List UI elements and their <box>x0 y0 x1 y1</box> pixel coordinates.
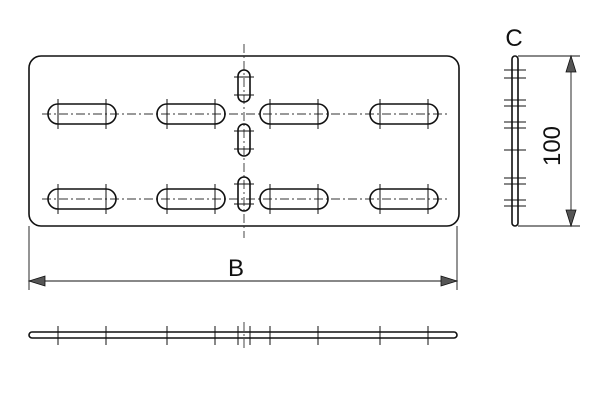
vertical-slot-middle <box>237 123 251 157</box>
slot-bottom-4 <box>369 188 439 210</box>
side-view-ticks <box>504 69 526 207</box>
arrow-left-icon <box>27 275 46 287</box>
vertical-slot-bottom <box>237 176 251 212</box>
side-view: 100 C <box>504 25 580 228</box>
dimension-100-label: 100 <box>539 126 566 166</box>
dimension-c-label: C <box>505 25 522 52</box>
slot-top-4 <box>369 103 439 125</box>
plate-edge-bottom <box>28 331 458 339</box>
dimension-b-label: B <box>228 255 244 282</box>
arrow-down-icon <box>565 209 577 228</box>
slot-top-1 <box>47 103 117 125</box>
slot-top-3 <box>259 103 329 125</box>
slot-center-ticks <box>57 99 429 214</box>
slot-bottom-3 <box>259 188 329 210</box>
arrow-right-icon <box>440 275 459 287</box>
vertical-slot-top <box>237 69 251 103</box>
slot-bottom-2 <box>156 188 226 210</box>
bottom-view-ticks <box>57 326 429 345</box>
vertical-slot-ticks <box>234 76 254 205</box>
slot-bottom-1 <box>47 188 117 210</box>
front-view <box>28 44 460 238</box>
bottom-view <box>28 322 458 348</box>
arrow-up-icon <box>565 54 577 73</box>
dimension-b: B <box>27 226 459 290</box>
slot-top-2 <box>156 103 226 125</box>
plate-edge-side <box>511 55 519 227</box>
